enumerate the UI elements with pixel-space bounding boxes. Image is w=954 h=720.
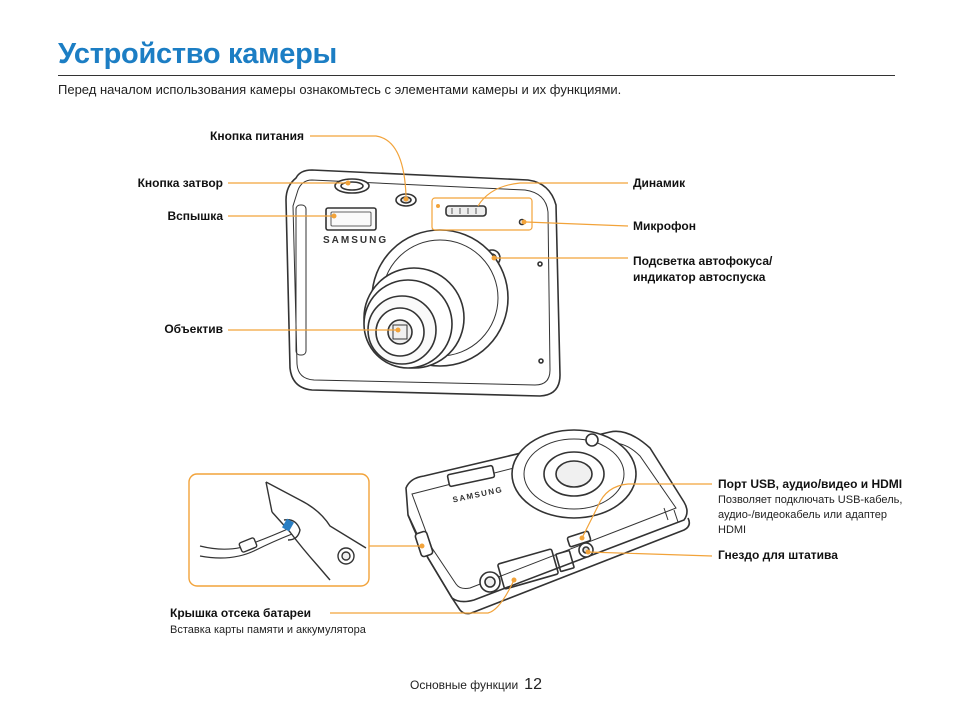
ports-desc-line3: HDMI	[718, 524, 747, 536]
leader-speaker	[477, 182, 628, 207]
front-camera-illustration	[285, 169, 561, 397]
bottom-leader-dots	[419, 535, 591, 583]
strap-detail-inset	[188, 473, 370, 587]
leader-battery	[330, 579, 515, 614]
intro-text: Перед началом использования камеры ознак…	[58, 82, 622, 97]
label-af-lamp-line1: Подсветка автофокуса/	[633, 254, 773, 268]
label-power-button: Кнопка питания	[210, 129, 304, 143]
label-speaker: Динамик	[633, 176, 686, 190]
label-lens: Объектив	[164, 322, 223, 336]
bottom-leader-lines	[330, 483, 713, 614]
label-ports: Порт USB, аудио/видео и HDMI	[718, 477, 903, 491]
label-battery-cover: Крышка отсека батареи	[170, 606, 312, 620]
front-leader-dots	[331, 180, 527, 333]
front-brand-logo: SAMSUNG	[323, 235, 388, 246]
ports-desc-line1: Позволяет подключать USB-кабель,	[718, 494, 903, 506]
front-leader-lines	[228, 135, 629, 331]
bottom-camera-illustration	[405, 429, 691, 615]
leader-mic	[525, 221, 629, 227]
leader-ports	[581, 483, 712, 539]
ports-desc-line2: аудио-/видеокабель или адаптер	[718, 509, 888, 521]
label-shutter-button: Кнопка затвор	[137, 176, 223, 190]
title-rule	[58, 75, 895, 76]
label-tripod: Гнездо для штатива	[718, 548, 838, 562]
page-title: Устройство камеры	[58, 38, 337, 70]
page-number: 12	[524, 676, 542, 693]
battery-cover-desc: Вставка карты памяти и аккумулятора	[170, 624, 366, 636]
label-flash: Вспышка	[167, 209, 223, 223]
leader-tripod	[587, 551, 713, 557]
speaker-mic-outline	[431, 197, 533, 231]
footer-section: Основные функции	[410, 678, 519, 692]
leader-power	[310, 135, 407, 197]
label-af-lamp-line2: индикатор автоспуска	[633, 270, 766, 284]
page-footer: Основные функции 12	[410, 676, 542, 694]
label-microphone: Микрофон	[633, 219, 696, 233]
